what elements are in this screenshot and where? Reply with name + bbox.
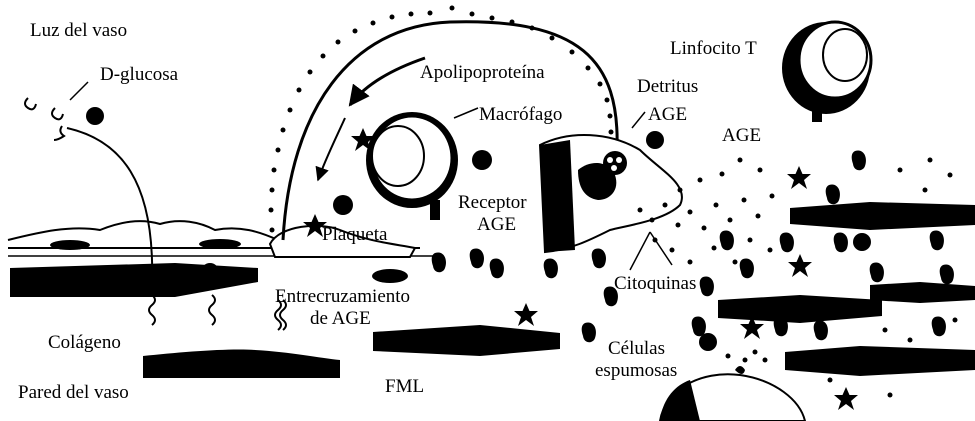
label-macrofago: Macrófago [479,104,562,126]
label-de-age: de AGE [310,308,371,330]
cytokine-arrows [630,232,672,270]
label-d-glucosa: D-glucosa [100,64,178,86]
bottom-foam-cell [660,366,805,421]
collagen-fibers [149,295,286,330]
label-celulas: Células [608,338,665,360]
label-colageno: Colágeno [48,332,121,354]
label-fml: FML [385,376,424,398]
glucose-molecules [25,82,152,283]
label-luz-del-vaso: Luz del vaso [30,20,127,42]
label-receptor: Receptor [458,192,527,214]
label-plaqueta: Plaqueta [322,224,387,246]
label-linfocito-t: Linfocito T [670,38,757,60]
label-pared-del-vaso: Pared del vaso [18,382,129,404]
label-citoquinas: Citoquinas [614,273,696,295]
label-detritus: Detritus [637,76,698,98]
label-age-right: AGE [722,125,761,147]
label-apolipoproteina: Apolipoproteína [420,62,545,84]
label-espumosas: espumosas [595,360,677,382]
label-receptor-age: AGE [477,214,516,236]
lymphocyte-t-cell [782,22,871,122]
label-age-detritus: AGE [648,104,687,126]
label-entrecruzamiento: Entrecruzamiento [275,286,410,308]
